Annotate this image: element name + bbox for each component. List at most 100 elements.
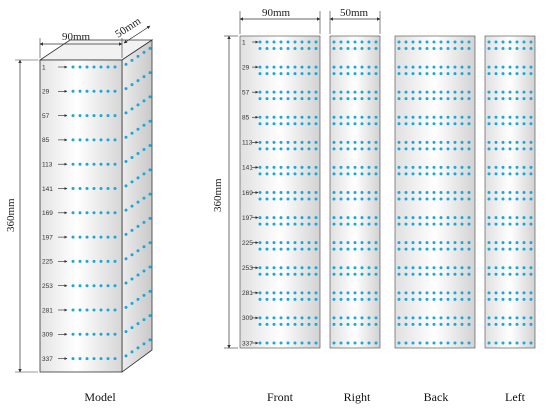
face-left-dot <box>508 291 512 295</box>
face-back-dot <box>446 272 450 276</box>
face-left-dot <box>529 115 533 119</box>
face-front-dot <box>286 40 290 44</box>
face-right-dot <box>367 216 371 220</box>
face-left-dot <box>515 322 519 326</box>
model-front-dot <box>71 308 75 312</box>
face-back-dot <box>411 97 415 101</box>
face-back-dot <box>425 241 429 245</box>
face-left-dot <box>515 316 519 320</box>
face-back-dot <box>439 47 443 50</box>
face-front-dot <box>293 291 297 295</box>
face-front-dot <box>300 266 304 270</box>
face-left-dot <box>515 140 519 144</box>
face-front-dot <box>272 140 276 144</box>
face-left-dot <box>501 97 505 101</box>
model-front-dot <box>106 259 110 263</box>
face-back-dot <box>411 140 415 144</box>
face-front-dot <box>258 247 262 251</box>
face-front-dot <box>286 72 290 76</box>
face-back-dot <box>432 65 436 69</box>
model-height-label: 360mm <box>5 198 17 232</box>
model-depth-label: 50mm <box>113 15 143 41</box>
face-front-dot <box>265 291 269 295</box>
face-front-dot <box>272 147 276 151</box>
face-back-dot <box>425 247 429 251</box>
face-left-dot <box>487 247 491 251</box>
face-right-dot <box>360 90 364 94</box>
face-right-dot <box>332 197 336 201</box>
face-front-dot <box>293 140 297 144</box>
caption-front: Front <box>266 390 293 404</box>
model-front-dot <box>92 235 96 239</box>
face-right-dot <box>346 140 350 144</box>
face-back-dot <box>404 147 408 151</box>
face-front-dot <box>314 65 318 69</box>
model-front-dot <box>85 162 89 166</box>
face-right-dot <box>374 147 378 151</box>
face-right-dot <box>353 172 357 176</box>
face-back-dot <box>432 147 436 151</box>
face-left-dot <box>501 247 505 251</box>
face-front-dot <box>307 172 311 176</box>
face-right-dot <box>339 147 343 151</box>
face-back-dot <box>439 90 443 94</box>
face-back-dot <box>418 72 422 76</box>
face-front-dot <box>314 40 318 44</box>
face-front-dot <box>279 241 283 245</box>
face-front-dot <box>279 291 283 295</box>
face-front-dot <box>265 97 269 101</box>
face-back-dot <box>404 266 408 270</box>
face-left-dot <box>515 266 519 270</box>
model-front-dot <box>113 162 117 166</box>
face-left-dot <box>515 341 519 345</box>
face-front-dot <box>272 272 276 276</box>
face-left-dot <box>494 291 498 295</box>
face-front-dot <box>300 47 304 50</box>
model-front-dot <box>113 114 117 118</box>
face-right-dot <box>332 90 336 94</box>
face-back-dot <box>425 122 429 126</box>
face-back-dot <box>397 147 401 151</box>
face-right-dot <box>339 322 343 326</box>
model-front-dot <box>99 332 103 336</box>
face-right-dot <box>360 291 364 295</box>
face-front-dot <box>286 272 290 276</box>
model-front-dot <box>78 65 82 69</box>
face-back-dot <box>439 322 443 326</box>
face-back-dot <box>439 297 443 301</box>
face-left-dot <box>501 165 505 169</box>
face-right-dot <box>374 122 378 126</box>
model-front-dot <box>78 89 82 93</box>
face-front-dot <box>265 191 269 194</box>
face-dots <box>258 40 533 345</box>
face-back-dot <box>397 115 401 119</box>
model-front-dot <box>71 235 75 239</box>
face-back-dot <box>404 172 408 176</box>
face-left-dot <box>522 72 526 76</box>
face-right-dot <box>374 197 378 201</box>
face-back-dot <box>432 341 436 345</box>
face-back-dot <box>439 165 443 169</box>
face-right-dot <box>353 247 357 251</box>
model-front-dot <box>78 259 82 263</box>
face-left-dot <box>522 40 526 44</box>
face-right-dot <box>339 241 343 245</box>
face-front-dot <box>314 222 318 226</box>
model-row-label: 225 <box>42 259 53 266</box>
face-front-dot <box>307 90 311 94</box>
face-front-dot <box>300 216 304 220</box>
face-right-dot <box>346 241 350 245</box>
face-back-dot <box>446 216 450 220</box>
face-front-dot <box>300 316 304 320</box>
face-back-dot <box>460 222 464 226</box>
face-back-dot <box>467 65 471 69</box>
front-row-label: 169 <box>242 190 253 197</box>
model-side-dot <box>142 123 146 127</box>
model-front-dot <box>113 187 117 190</box>
face-right-dot <box>360 140 364 144</box>
face-right-dot <box>367 266 371 270</box>
face-front-dot <box>258 115 262 119</box>
face-back-dot <box>460 47 464 50</box>
face-back-dot <box>411 241 415 245</box>
face-back-dot <box>404 297 408 301</box>
